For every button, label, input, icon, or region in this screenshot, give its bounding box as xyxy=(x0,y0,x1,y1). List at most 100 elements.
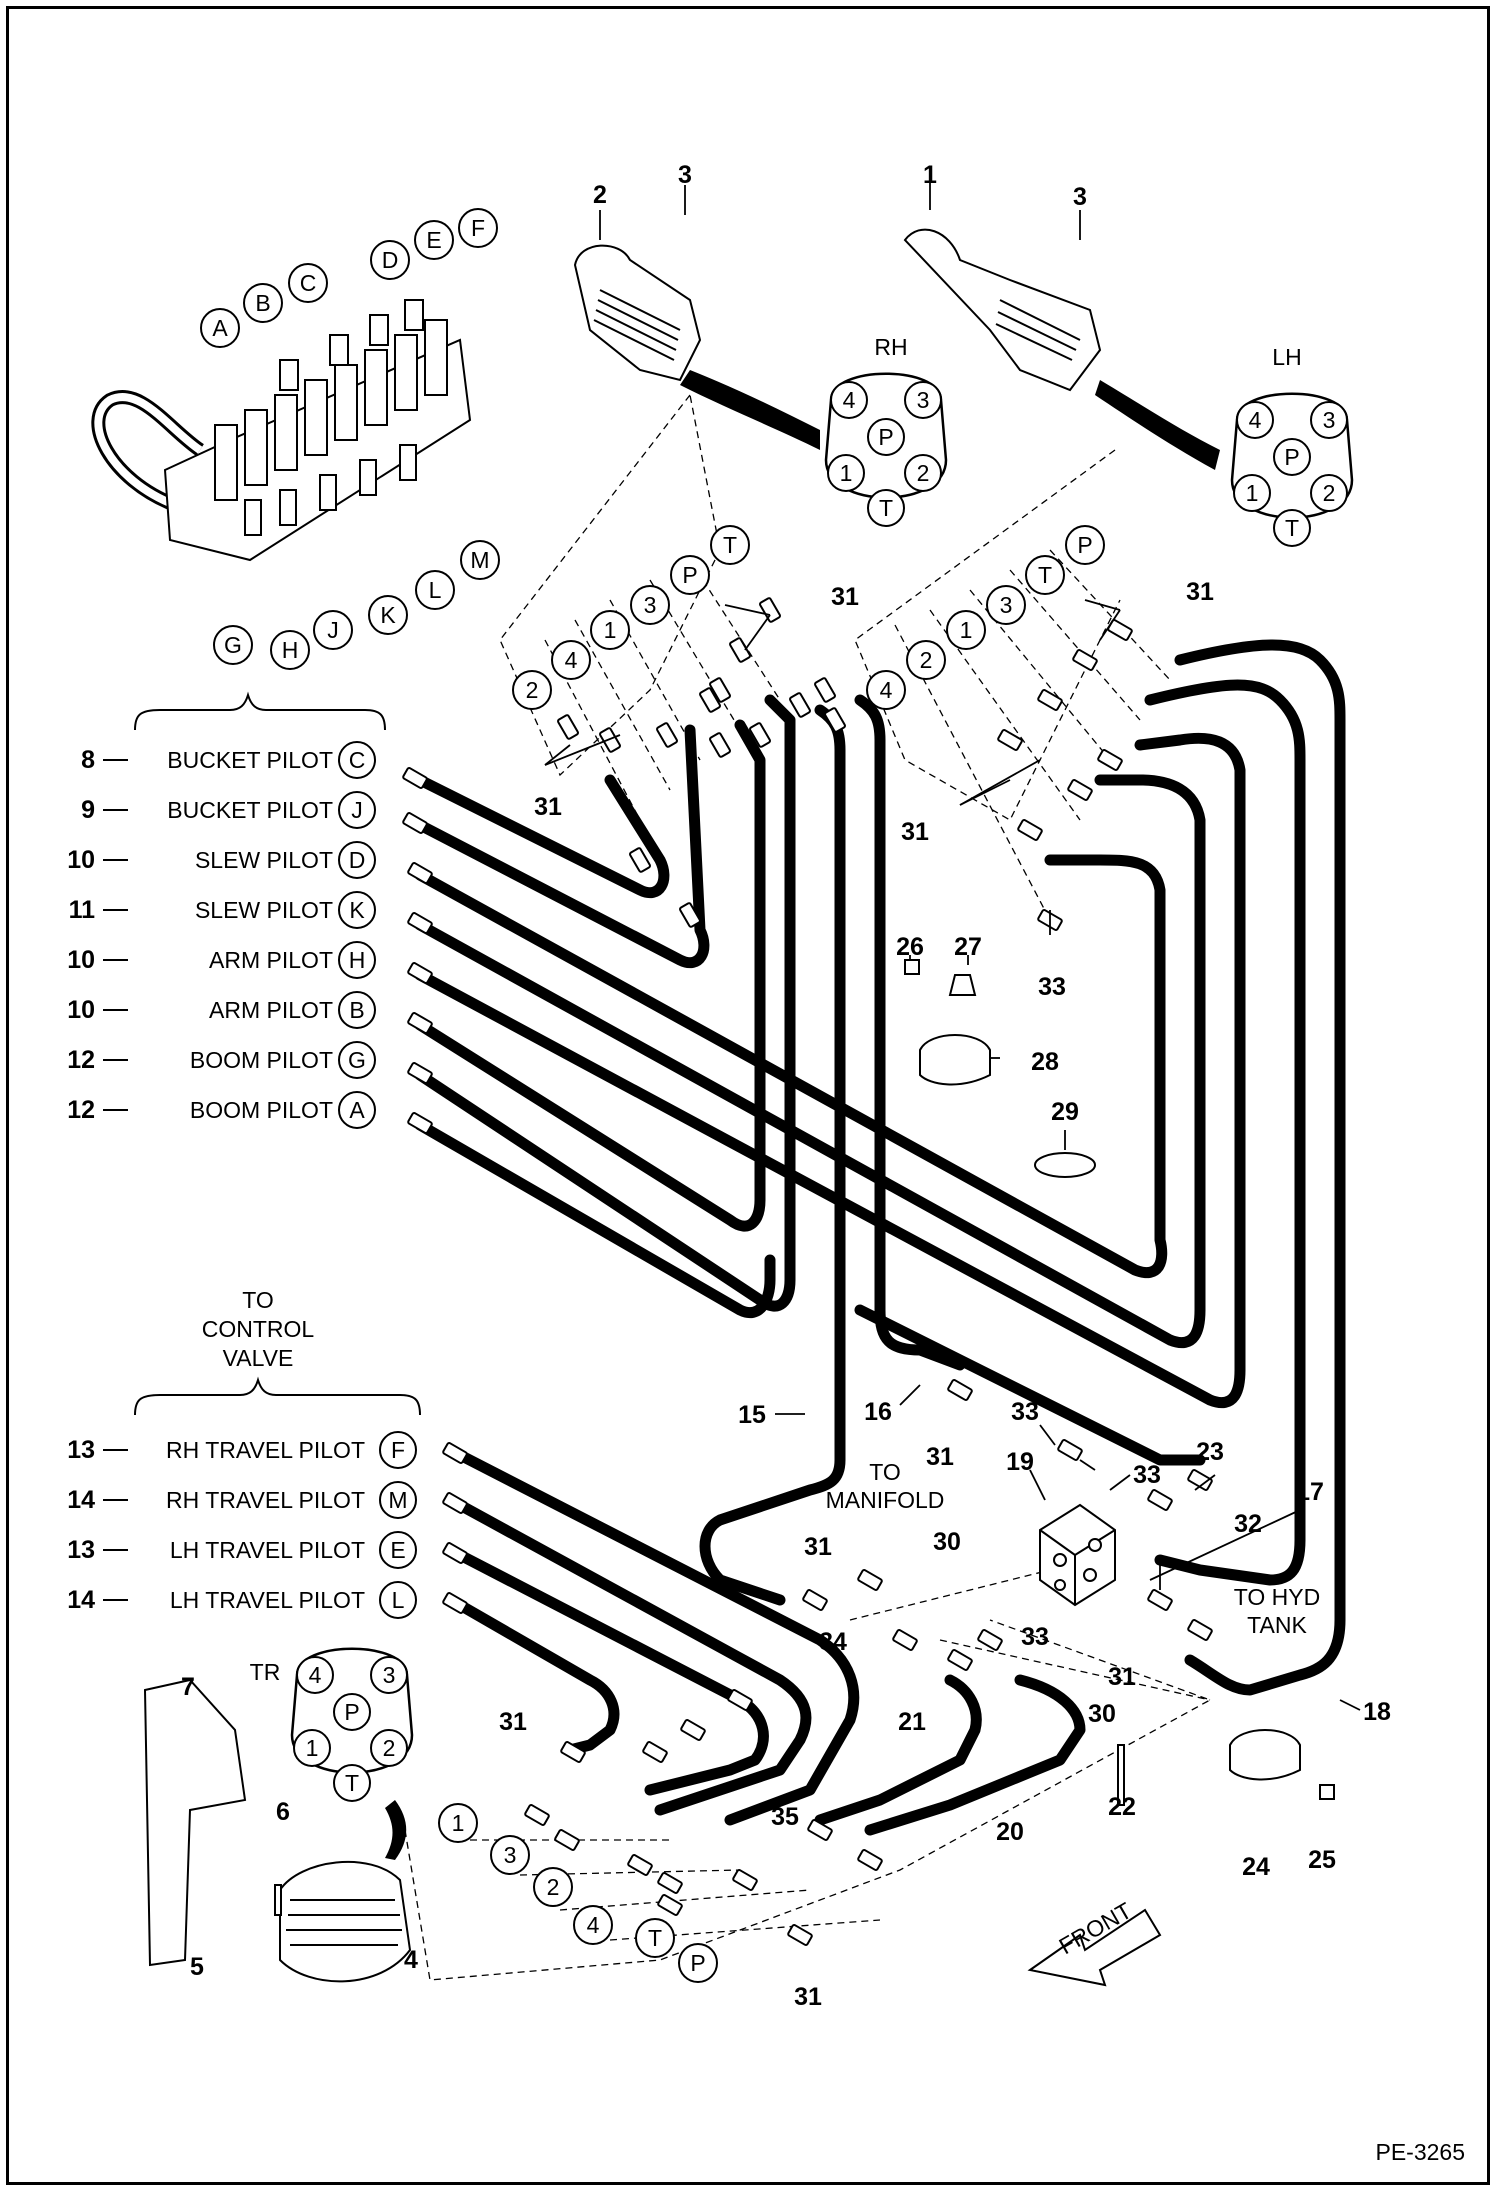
tr-line-T: T xyxy=(635,1918,675,1958)
fitting xyxy=(557,714,579,740)
callout-3-lh: 3 xyxy=(1073,183,1087,211)
hose-fittings xyxy=(402,597,1213,1946)
fitting xyxy=(407,912,433,934)
lh-line-T: T xyxy=(1025,555,1065,595)
fitting xyxy=(407,962,433,984)
control-valve xyxy=(91,299,472,562)
callout-22: 22 xyxy=(1108,1793,1136,1821)
callout-35: 35 xyxy=(771,1803,799,1831)
rh-pin-T-text: T xyxy=(879,495,893,521)
fitting xyxy=(709,677,731,703)
callout-34: 34 xyxy=(819,1628,847,1656)
hose-port-A: A xyxy=(338,1091,376,1129)
hose-port-C: C xyxy=(338,741,376,779)
callout-33: 33 xyxy=(1021,1623,1049,1651)
lh-line-3: 3 xyxy=(986,585,1026,625)
travel-num: 13 xyxy=(67,1436,95,1464)
hose-port-H: H xyxy=(338,941,376,979)
callout-31: 31 xyxy=(831,583,859,611)
fitting xyxy=(1187,1469,1213,1491)
tr-pin-T-text: T xyxy=(345,1770,359,1796)
tr-pin-2-text: 2 xyxy=(383,1735,396,1761)
hose-port-A-text: A xyxy=(349,1097,365,1123)
callout-31: 31 xyxy=(901,818,929,846)
rh-pin-3-text: 3 xyxy=(917,387,930,413)
fitting xyxy=(407,1062,433,1084)
fitting xyxy=(657,1872,683,1894)
fitting xyxy=(1017,819,1043,841)
to-control-valve-line: TO xyxy=(242,1287,274,1313)
hose-num: 12 xyxy=(67,1046,95,1074)
rh-line-P-text: P xyxy=(682,562,697,588)
hose-port-K: K xyxy=(338,891,376,929)
callout-17: 17 xyxy=(1296,1478,1324,1506)
hose-name: SLEW PILOT xyxy=(195,847,333,873)
callout-4: 4 xyxy=(404,1946,418,1974)
lh-line-4: 4 xyxy=(866,670,906,710)
fitting xyxy=(442,1542,468,1564)
fitting xyxy=(407,1012,433,1034)
hose-port-H-text: H xyxy=(349,947,366,973)
rh-pin-P-text: P xyxy=(878,424,893,450)
lh-pin-4: 4 xyxy=(1236,401,1274,439)
leader-lines xyxy=(544,175,1361,1711)
fitting xyxy=(1057,1439,1083,1461)
callout-30: 30 xyxy=(1088,1700,1116,1728)
fitting xyxy=(407,862,433,884)
tr-line-P-text: P xyxy=(690,1950,705,1976)
fitting xyxy=(442,1592,468,1614)
to-manifold-line: MANIFOLD xyxy=(826,1487,945,1513)
valve-port-G: G xyxy=(213,625,253,665)
tr-line-4-text: 4 xyxy=(587,1912,600,1938)
fitting xyxy=(789,692,811,718)
valve-port-D-text: D xyxy=(382,247,399,273)
travel-name: LH TRAVEL PILOT xyxy=(170,1587,365,1613)
callout-3-rh: 3 xyxy=(678,161,692,189)
fitting xyxy=(657,1894,683,1916)
fitting xyxy=(442,1442,468,1464)
lh-pin-4-text: 4 xyxy=(1249,407,1262,433)
rh-line-3: 3 xyxy=(630,585,670,625)
rh-line-4: 4 xyxy=(551,640,591,680)
hose-num: 8 xyxy=(81,746,95,774)
fitting xyxy=(749,722,771,748)
to-hyd-tank-line: TO HYD xyxy=(1234,1584,1320,1610)
valve-port-J: J xyxy=(313,610,353,650)
hose-port-G: G xyxy=(338,1041,376,1079)
hose-num: 9 xyxy=(81,796,95,824)
travel-port-E-text: E xyxy=(390,1537,405,1563)
hose-name: BOOM PILOT xyxy=(190,1097,333,1123)
valve-port-A-text: A xyxy=(212,315,228,341)
rh-pin-2: 2 xyxy=(904,454,942,492)
hose-name: ARM PILOT xyxy=(209,997,333,1023)
lh-line-3-text: 3 xyxy=(1000,592,1013,618)
lh-pin-3-text: 3 xyxy=(1323,407,1336,433)
fitting xyxy=(824,707,846,733)
fitting xyxy=(1147,1489,1173,1511)
fitting xyxy=(759,597,781,623)
fitting xyxy=(629,847,651,873)
rh-label: RH xyxy=(874,334,907,360)
valve-port-A: A xyxy=(200,308,240,348)
valve-port-G-text: G xyxy=(224,632,242,658)
hose-name: BUCKET PILOT xyxy=(167,797,333,823)
hose-name: BOOM PILOT xyxy=(190,1047,333,1073)
travel-port-E: E xyxy=(379,1531,417,1569)
travel-num: 14 xyxy=(67,1586,95,1614)
hose-port-B: B xyxy=(338,991,376,1029)
valve-port-E-text: E xyxy=(426,227,441,253)
valve-port-E: E xyxy=(414,220,454,260)
travel-name: RH TRAVEL PILOT xyxy=(166,1437,365,1463)
callout-24: 24 xyxy=(1242,1853,1270,1881)
rh-line-2: 2 xyxy=(512,670,552,710)
rh-line-1-text: 1 xyxy=(604,617,617,643)
tr-line-2-text: 2 xyxy=(547,1874,560,1900)
lh-line-P: P xyxy=(1065,525,1105,565)
fitting xyxy=(407,1112,433,1134)
lh-pin-2: 2 xyxy=(1310,474,1348,512)
callout-32: 32 xyxy=(1234,1510,1262,1538)
